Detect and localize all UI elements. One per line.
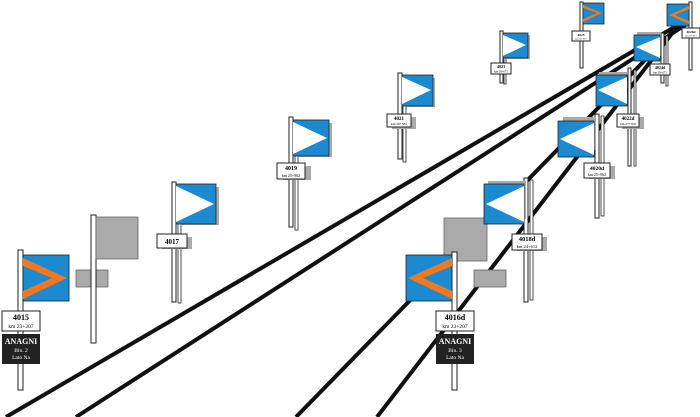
km-plate [571,30,591,42]
signal-km: km 25+962 [282,173,300,178]
chevron-orange [583,5,602,22]
signal-4017: 4017 [156,181,219,304]
station-plate [436,334,474,364]
chevron-orange [23,258,67,299]
signal-km: km 28+675 [494,70,508,74]
chevron-white [402,77,431,104]
signal-km: km 27+350 [620,122,636,126]
rail-line [74,20,692,417]
signal-km: km 25+962 [588,172,606,177]
signal-km: km 23+207 [442,324,468,330]
signal-4016d: 4016d km 23+207 ANAGNI Bin. 3 Lato Na [405,217,507,391]
signal-number: 4016d [445,313,466,322]
km-plate [276,162,306,180]
km-plate [435,310,475,332]
signal-4026d: 4026d km 29+917 [666,1,700,71]
km-plate [386,113,412,128]
gray-flag [443,217,488,262]
signal-number: 4026d [687,30,696,34]
signal-4015: 4015 km 23+207 ANAGNI Bin. 2 Lato Na [1,249,109,391]
signal-number: 4019 [285,166,297,172]
chevron-white [598,77,627,104]
station-side: Lato Na [12,355,30,361]
signal-gray [90,214,139,344]
gray-plate [473,269,507,288]
signal-4022d: 4022d km 27+350 [595,67,644,167]
chevron-white [486,186,524,222]
signal-km: km 28+675 [653,71,667,75]
station-name: ANAGNI [5,337,37,346]
chevron-white [176,186,214,222]
gray-flag [95,216,139,260]
km-plate [490,62,512,75]
signal-4023: 4023 km 28+675 [490,30,530,85]
signal-4024d: 4024d km 28+675 [633,32,671,87]
chevron-orange [408,258,452,299]
signal-km: km 26+585 [391,122,407,126]
signal-4021: 4021 km 26+585 [386,72,435,163]
km-plate [681,27,700,39]
station-plate [2,334,40,364]
rails [4,8,692,417]
signal-km: km 23+207 [8,324,34,330]
km-plate [156,233,188,249]
signal-number: 4020d [590,166,604,172]
km-plate [649,63,671,76]
signal-number: 4023 [497,64,505,69]
signal-number: 4017 [165,238,180,246]
signal-number: 4018d [519,236,536,243]
km-plate [1,310,41,332]
signal-number: 4022d [622,117,635,122]
signal-number: 4024d [655,65,666,70]
chevron-orange [669,6,689,24]
signal-post [90,214,97,344]
km-plate [583,162,611,179]
station-track: Bin. 3 [448,348,462,354]
signal-number: 4021 [394,117,405,122]
signal-km: km 29+917 [685,35,697,38]
station-side: Lato Na [446,355,464,361]
signal-4019: 4019 km 25+962 [276,116,332,231]
signal-number: 4015 [13,313,29,322]
km-plate [616,113,640,128]
rail-line [375,8,692,417]
signal-km: km 29+917 [575,38,587,41]
km-plate [511,233,543,251]
chevron-white [560,123,594,155]
rail-line [4,16,692,417]
station-name: ANAGNI [439,337,471,346]
chevron-white [503,35,526,56]
signal-post-shadow [665,35,669,87]
chevron-white [293,122,327,154]
signal-4018d: 4018d km 24+612 [483,177,547,303]
signal-4020d: 4020d km 25+962 [557,113,615,219]
signal-post [499,30,504,84]
signal-post [660,32,665,84]
signal-number: 4025 [578,33,585,37]
station-track: Bin. 2 [14,348,28,354]
chevron-white [636,37,660,58]
signal-km: km 24+612 [517,244,538,249]
signal-4025: 4025 km 29+917 [571,1,605,69]
